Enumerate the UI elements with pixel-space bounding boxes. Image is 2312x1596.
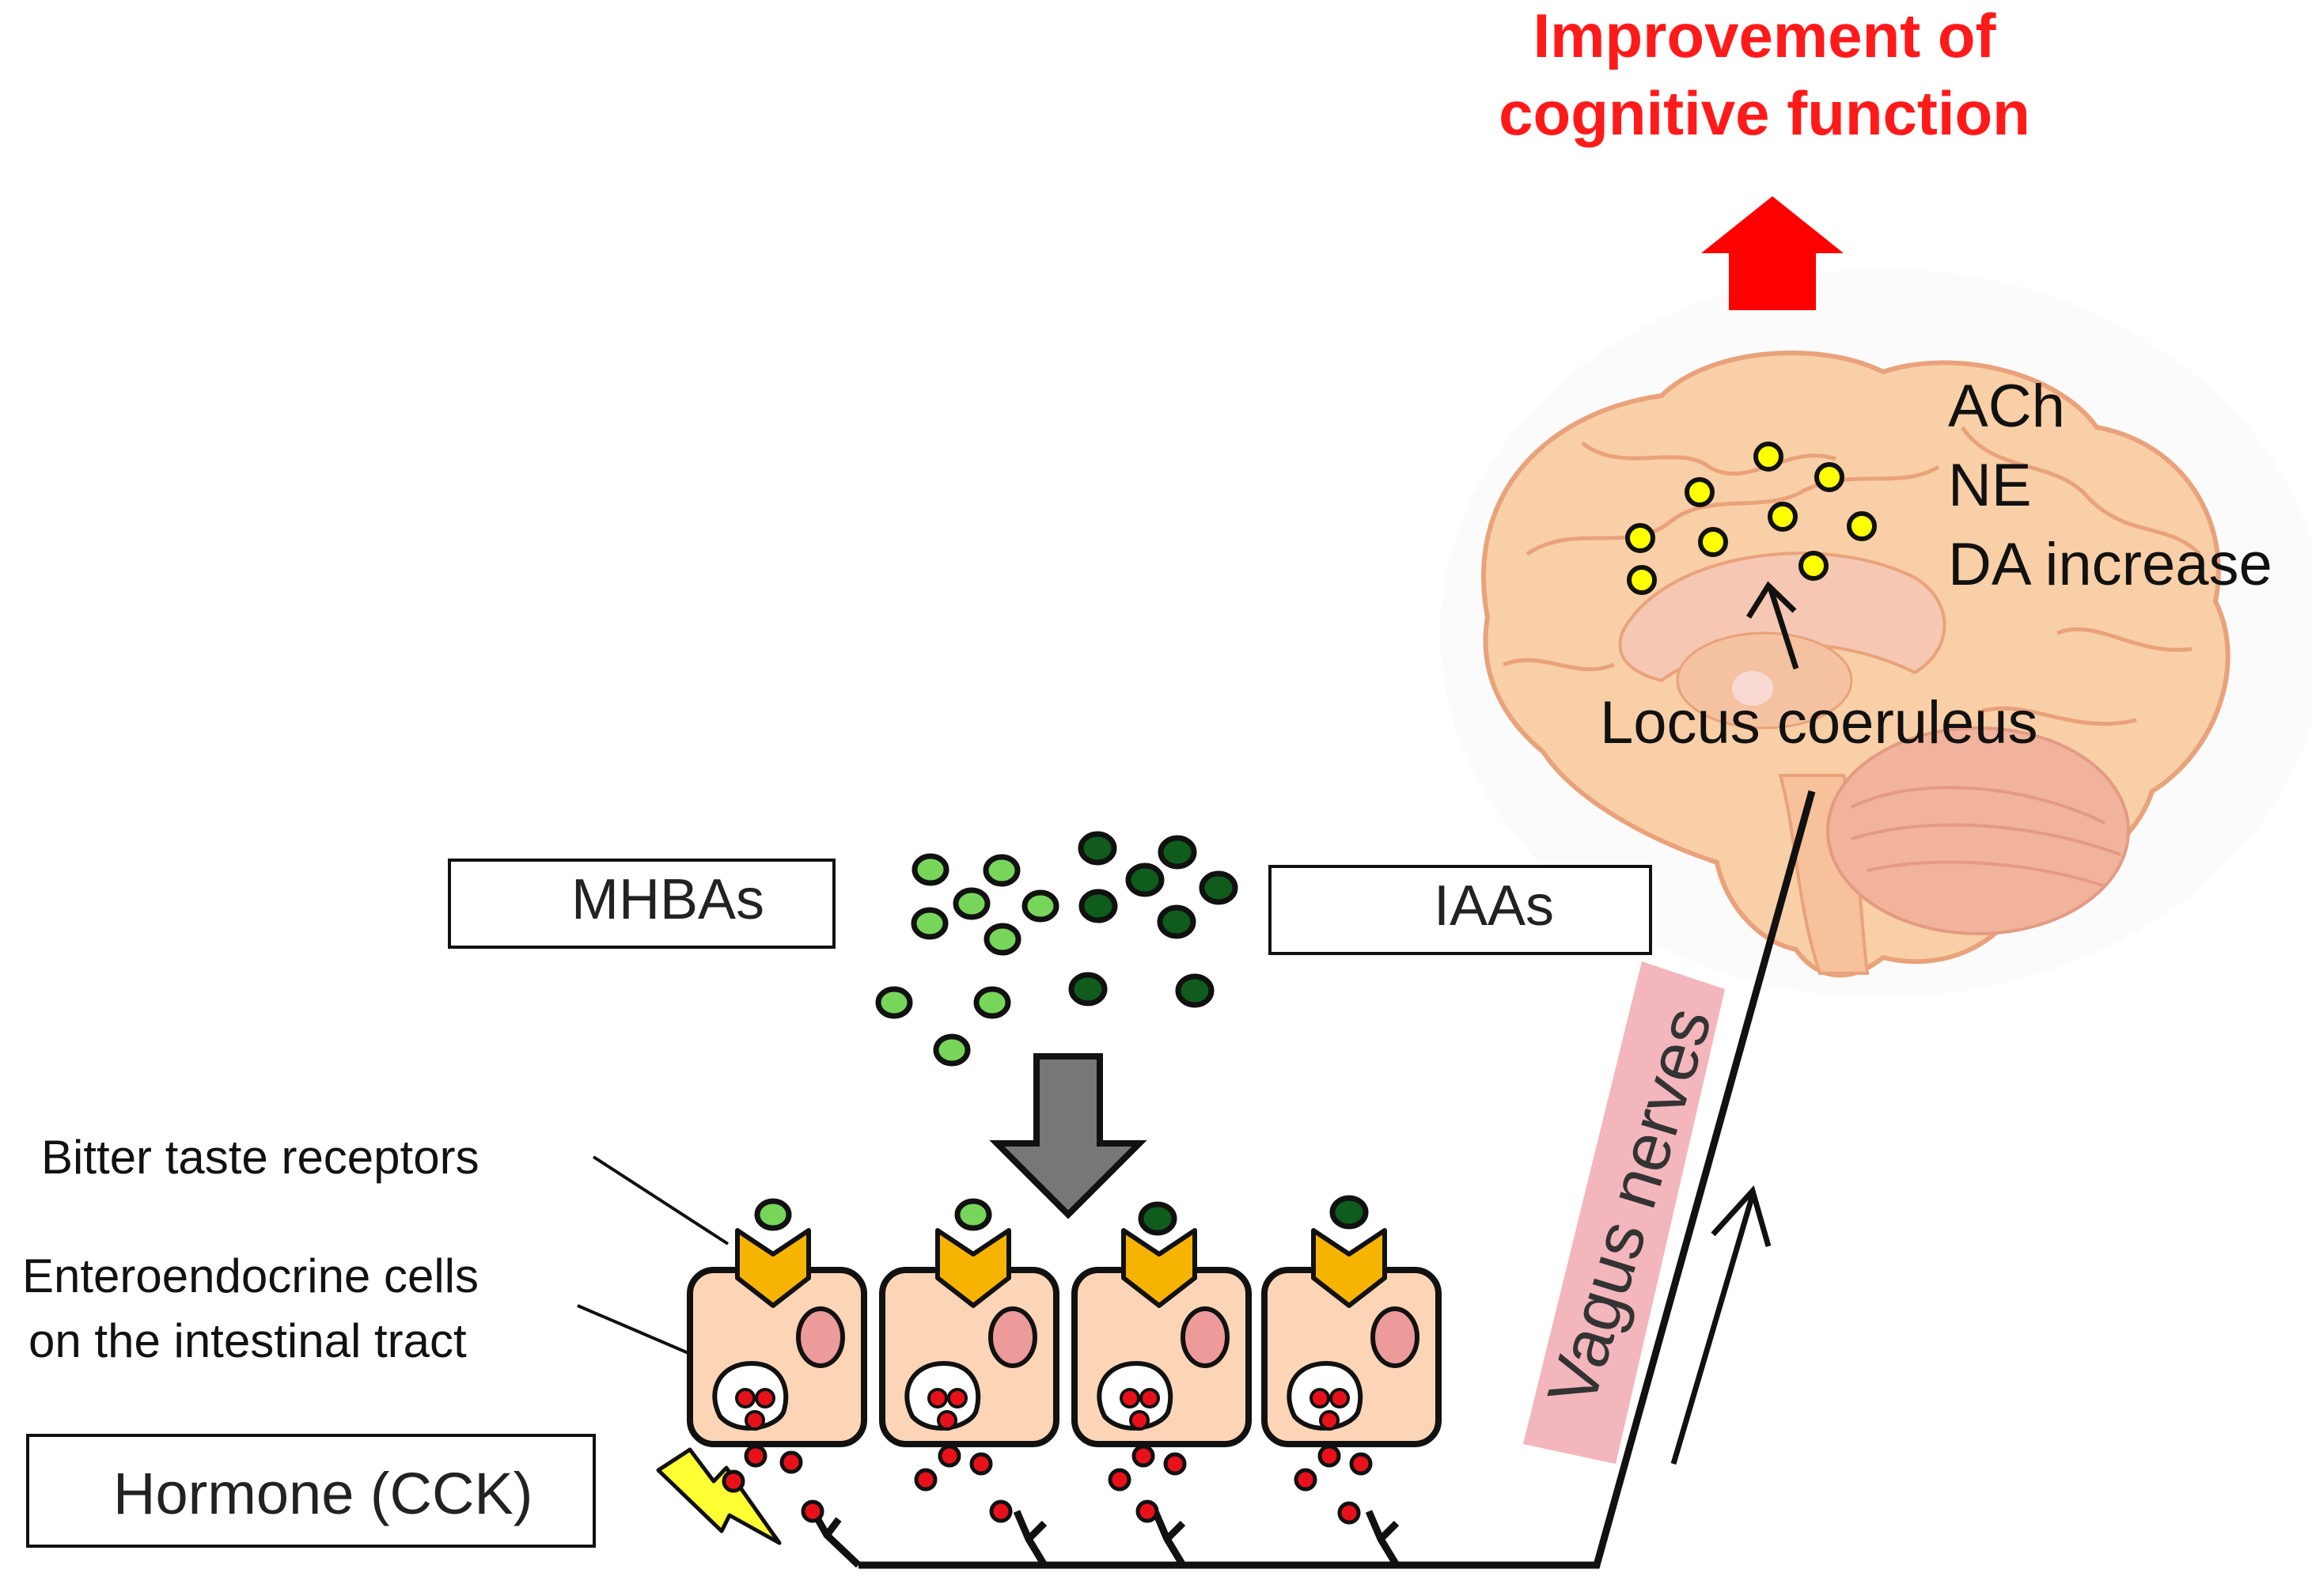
- mhba-molecules: [875, 853, 1059, 1067]
- iaa-molecule: [1068, 972, 1108, 1007]
- hormone-legend-label: Hormone (CCK): [113, 1461, 533, 1526]
- neurotransmitter-dot: [1625, 523, 1655, 553]
- enteroendocrine-label-line1: Enteroendocrine cells: [22, 1249, 479, 1302]
- mhba-molecule: [953, 887, 991, 920]
- mhba-molecule: [912, 853, 949, 886]
- mhba-molecule: [933, 1033, 971, 1067]
- lightning-bolt-icon: [656, 1447, 782, 1545]
- iaa-molecule: [1078, 889, 1118, 923]
- receptor-pointer-line: [592, 1155, 730, 1245]
- ne-label: NE: [1948, 452, 2032, 519]
- enteroendocrine-cells: [687, 1267, 1442, 1447]
- neurotransmitter-dot: [1768, 502, 1798, 532]
- enteroendocrine-label-line2: on the intestinal tract: [28, 1314, 467, 1367]
- bound-iaa: [1138, 1201, 1177, 1236]
- da-increase-label: DA increase: [1948, 531, 2272, 598]
- mhba-molecule: [911, 907, 949, 940]
- iaa-molecule: [1125, 862, 1165, 897]
- hormone-dot: [779, 1450, 803, 1474]
- iaa-legend-label: IAAs: [1434, 874, 1555, 938]
- mhba-molecule: [983, 854, 1021, 887]
- bitter-taste-receptor: [1311, 1228, 1387, 1308]
- vagus-nerve-line: [858, 790, 1816, 1569]
- hormone-dot: [989, 1499, 1013, 1523]
- mhba-molecule: [984, 923, 1021, 956]
- iaa-molecule: [1199, 870, 1238, 905]
- bitter-taste-receptor: [1121, 1228, 1197, 1308]
- bitter-taste-receptor: [935, 1228, 1011, 1308]
- hormone-dot: [1131, 1444, 1155, 1468]
- released-hormones: [722, 1444, 1373, 1525]
- hormone-dot: [1349, 1452, 1373, 1476]
- bound-iaa: [1329, 1195, 1369, 1230]
- iaa-legend: [1268, 865, 1652, 955]
- enteroendocrine-cell: [1261, 1267, 1442, 1447]
- title-line-2: cognitive function: [1499, 78, 2030, 148]
- iaa-molecule: [1158, 835, 1197, 870]
- hormone-dot: [801, 1499, 824, 1523]
- bitter-taste-receptor: [735, 1228, 811, 1308]
- nerve-terminals: [810, 1509, 1400, 1568]
- locus-arrow-icon: [1746, 581, 1799, 670]
- neurotransmitter-dot: [1814, 462, 1844, 492]
- mhba-molecule: [1021, 889, 1059, 923]
- neurotransmitter-dot: [1847, 511, 1877, 541]
- neurotransmitter-dot: [1627, 565, 1657, 595]
- locus-coeruleus-label: Locus coeruleus: [1600, 689, 2038, 756]
- hormone-dot: [1294, 1468, 1317, 1492]
- hormone-dot: [938, 1444, 961, 1468]
- mhba-legend-label: MHBAs: [571, 868, 765, 931]
- brain: [1481, 351, 2231, 978]
- hormone-dot: [744, 1444, 768, 1468]
- iaa-molecule: [1078, 831, 1117, 866]
- mhba-molecule: [875, 986, 913, 1019]
- neurotransmitter-dot: [1753, 442, 1783, 472]
- hormone-dot: [969, 1452, 993, 1476]
- bound-mhba: [954, 1198, 992, 1231]
- enteroendocrine-cell: [1071, 1267, 1252, 1447]
- mhba-legend: [448, 859, 836, 949]
- hormone-dot: [722, 1469, 745, 1493]
- signal-arrow-icon: [1670, 1185, 1772, 1465]
- hormone-dot: [1108, 1468, 1131, 1492]
- bound-mhba: [754, 1198, 792, 1231]
- bitter-taste-receptors: [735, 1228, 1387, 1308]
- iaa-molecule: [1157, 904, 1196, 939]
- enteroendocrine-cell: [687, 1267, 867, 1447]
- ach-label: ACh: [1948, 373, 2065, 440]
- cell-pointer-line: [577, 1304, 689, 1355]
- iaa-molecule: [1175, 973, 1215, 1008]
- hormone-dot: [1163, 1452, 1187, 1476]
- up-arrow-icon: [1701, 196, 1844, 310]
- bitter-receptors-label: Bitter taste receptors: [41, 1131, 479, 1184]
- iaa-molecules: [1068, 831, 1238, 1008]
- neurotransmitter-dots: [1625, 442, 1877, 595]
- neurotransmitter-dot: [1685, 477, 1715, 507]
- bound-molecules: [754, 1195, 1369, 1236]
- down-arrow-icon: [989, 1053, 1147, 1219]
- hormone-dot: [914, 1468, 938, 1492]
- vagus-band: [1523, 961, 1725, 1464]
- hormone-dot: [1317, 1444, 1341, 1468]
- neurotransmitter-dot: [1698, 527, 1728, 557]
- hormone-legend: [26, 1434, 596, 1548]
- title-line-1: Improvement of: [1533, 1, 1996, 70]
- enteroendocrine-cell: [879, 1267, 1059, 1447]
- mhba-molecule: [973, 986, 1011, 1019]
- hormone-dot: [1337, 1501, 1361, 1525]
- title: Improvement of cognitive function: [1408, 0, 2121, 158]
- neurotransmitter-dot: [1798, 551, 1829, 581]
- hormone-dot: [1135, 1499, 1159, 1523]
